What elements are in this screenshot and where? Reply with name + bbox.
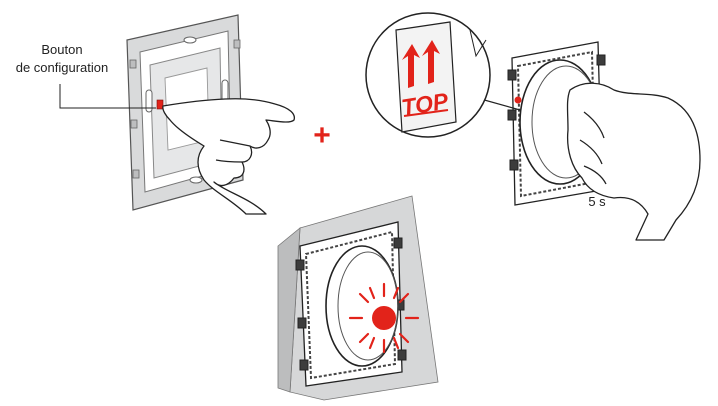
plus-sign: +	[313, 119, 331, 152]
config-button	[156, 99, 164, 110]
hand-pressing-icon	[566, 82, 701, 241]
duration-label: 5 s	[588, 194, 606, 209]
plate-orientation-marker	[514, 96, 522, 104]
callout-leader	[59, 84, 156, 109]
red-led-glow-icon	[348, 282, 420, 354]
config-button-label-line1: Bouton	[41, 42, 82, 57]
hand-pointing-icon	[162, 98, 296, 215]
up-arrows-icon	[402, 40, 440, 88]
config-button-label-line2: de configuration	[16, 60, 109, 75]
step3-wall-illustration	[277, 195, 439, 401]
magnifier-callout: TOP	[365, 12, 521, 138]
